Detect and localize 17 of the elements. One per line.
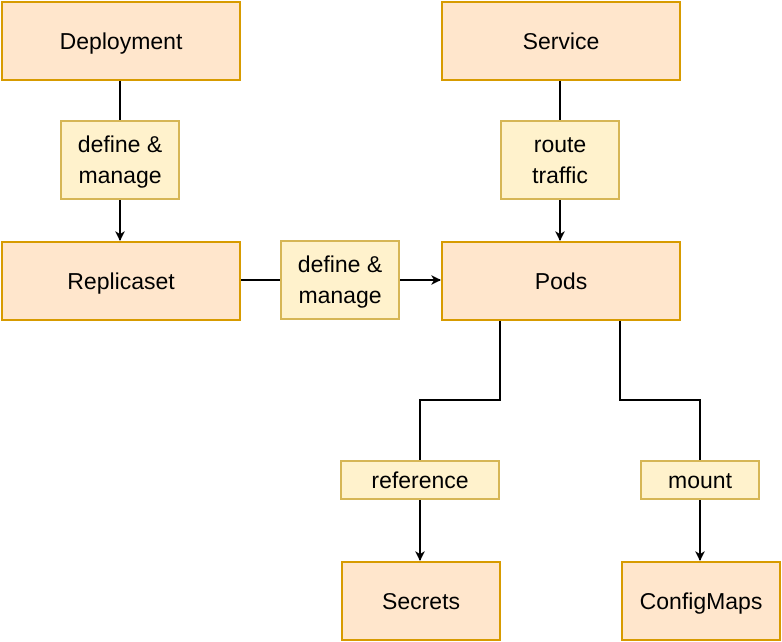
process-box bbox=[1, 1, 241, 81]
node-label: Service bbox=[522, 28, 600, 54]
edge-label: define & manage bbox=[280, 240, 400, 320]
edge-label: route traffic bbox=[500, 120, 620, 200]
node-label: Secrets bbox=[382, 588, 460, 614]
edge-label: reference bbox=[340, 460, 500, 500]
node-label: Replicaset bbox=[67, 268, 175, 294]
process-box bbox=[441, 1, 681, 81]
process-box bbox=[621, 561, 781, 641]
process-box bbox=[441, 241, 681, 321]
node-label: Deployment bbox=[60, 28, 182, 54]
node-label: ConfigMaps bbox=[640, 588, 762, 614]
process-box bbox=[341, 561, 501, 641]
node-label: Pods bbox=[534, 268, 588, 294]
edge-label: mount bbox=[640, 460, 760, 500]
process-box bbox=[1, 241, 241, 321]
edge-label: define & manage bbox=[60, 120, 180, 200]
